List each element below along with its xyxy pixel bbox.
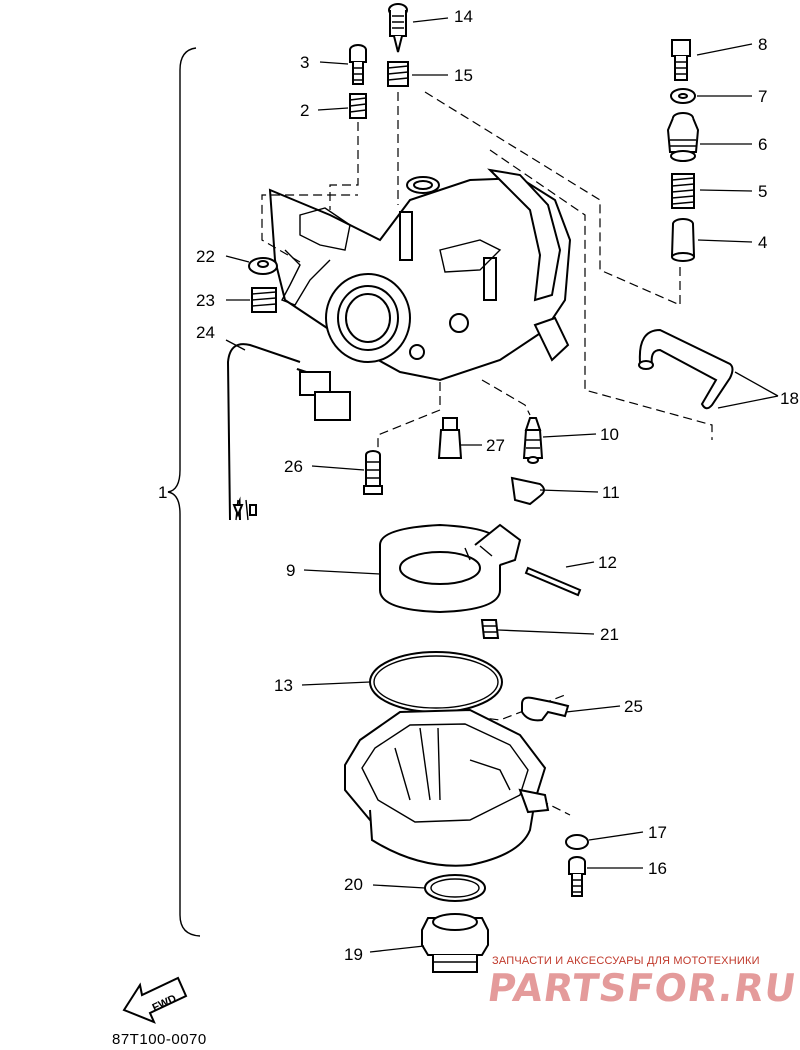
part-4-plunger bbox=[670, 218, 696, 262]
callout-7: 7 bbox=[758, 87, 767, 106]
part-3-screw bbox=[349, 44, 367, 85]
callout-24: 24 bbox=[196, 323, 215, 342]
callout-15: 15 bbox=[454, 66, 473, 85]
callout-labels: 1 2 3 4 5 6 7 8 9 10 11 12 13 14 15 16 1… bbox=[158, 7, 799, 964]
callout-20: 20 bbox=[344, 875, 363, 894]
callout-6: 6 bbox=[758, 135, 767, 154]
callout-19: 19 bbox=[344, 945, 363, 964]
callout-14: 14 bbox=[454, 7, 473, 26]
callout-3: 3 bbox=[300, 53, 309, 72]
watermark-logo: PARTSFOR.RU bbox=[484, 966, 800, 1010]
part-10-needle-valve bbox=[522, 417, 544, 464]
figure-code: 87T100-0070 bbox=[112, 1031, 207, 1048]
part-27-needle-jet bbox=[437, 417, 463, 459]
part-11-clip bbox=[510, 476, 545, 506]
part-6-valve-seat bbox=[666, 112, 700, 162]
part-2-spring bbox=[349, 93, 367, 119]
part-22-washer bbox=[248, 257, 278, 275]
leader-lines bbox=[225, 17, 779, 953]
carburetor-body bbox=[268, 168, 572, 382]
callout-4: 4 bbox=[758, 233, 767, 252]
callout-2: 2 bbox=[300, 101, 309, 120]
callout-8: 8 bbox=[758, 35, 767, 54]
part-5-spring bbox=[671, 173, 695, 209]
part-24-sensor-lead bbox=[226, 343, 351, 521]
float-chamber bbox=[344, 708, 550, 867]
part-16-screw bbox=[568, 856, 586, 897]
callout-5: 5 bbox=[758, 182, 767, 201]
part-7-washer bbox=[670, 88, 696, 104]
part-21-screw bbox=[480, 619, 500, 639]
callout-27: 27 bbox=[486, 436, 505, 455]
part-26-main-jet bbox=[363, 450, 383, 495]
part-23-spring bbox=[251, 287, 277, 313]
callout-25: 25 bbox=[624, 697, 643, 716]
callout-21: 21 bbox=[600, 625, 619, 644]
watermark-tagline: ЗАПЧАСТИ И АКСЕССУАРЫ ДЛЯ МОТОТЕХНИКИ bbox=[492, 955, 760, 967]
callout-13: 13 bbox=[274, 676, 293, 695]
part-19-drain-plug bbox=[421, 913, 489, 973]
callout-1: 1 bbox=[158, 483, 167, 502]
part-17-washer bbox=[565, 834, 589, 850]
fwd-arrow-icon: FWD bbox=[122, 976, 188, 1024]
part-25-clamp bbox=[521, 696, 570, 722]
callout-22: 22 bbox=[196, 247, 215, 266]
part-18-vent-hose bbox=[638, 328, 734, 410]
callout-18: 18 bbox=[780, 389, 799, 408]
part-13-gasket bbox=[369, 651, 503, 713]
callout-10: 10 bbox=[600, 425, 619, 444]
part-12-float-pin bbox=[524, 566, 582, 597]
part-14-pilot-screw bbox=[388, 3, 408, 53]
callout-26: 26 bbox=[284, 457, 303, 476]
callout-16: 16 bbox=[648, 859, 667, 878]
assembly-bracket bbox=[167, 47, 201, 937]
callout-11: 11 bbox=[602, 483, 620, 502]
part-9-float bbox=[379, 523, 522, 614]
callout-23: 23 bbox=[196, 291, 215, 310]
callout-17: 17 bbox=[648, 823, 667, 842]
callout-9: 9 bbox=[286, 561, 295, 580]
part-8-plug bbox=[671, 39, 691, 81]
part-15-spring bbox=[387, 61, 409, 87]
callout-12: 12 bbox=[598, 553, 617, 572]
part-20-o-ring bbox=[424, 874, 486, 902]
